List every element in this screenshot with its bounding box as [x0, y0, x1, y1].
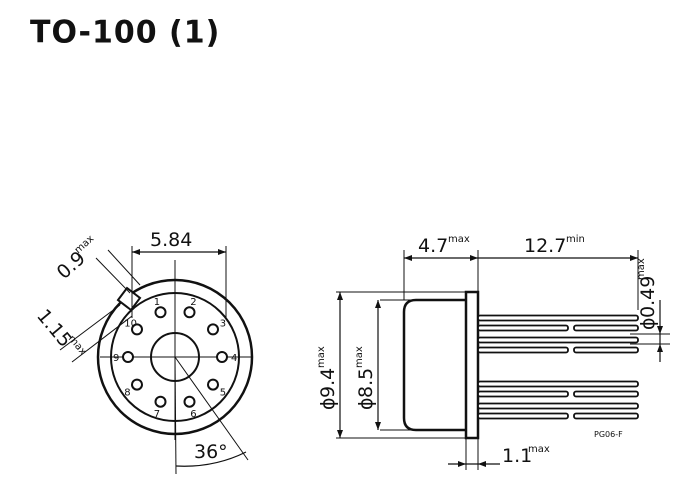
- pin-1: [154, 306, 167, 319]
- side-view-labels: 4.7 max 12.7 min ϕ 0.49 max ϕ 9.4 max ϕ …: [316, 234, 659, 467]
- dim-body-height-suffix: max: [448, 234, 470, 245]
- lead-group: [477, 314, 639, 420]
- flange-rect: [464, 290, 480, 440]
- dim-lead-diameter-label: 0.49: [637, 276, 659, 318]
- lead-wire: [477, 346, 569, 354]
- dim-flange-thickness-suffix: max: [528, 444, 550, 455]
- pin-number-label: 6: [190, 409, 196, 420]
- arrow: [657, 344, 663, 352]
- dim-lead-diameter-symbol: ϕ: [637, 317, 659, 330]
- pin-3: [207, 323, 219, 336]
- arrow: [458, 461, 466, 467]
- dim-body-diameter-suffix: max: [354, 346, 365, 368]
- dim-pin-circle-label: 5.84: [150, 229, 192, 251]
- pin-4: [216, 351, 228, 363]
- pin-9: [122, 351, 134, 363]
- pin-7: [154, 395, 167, 408]
- lead-wire: [477, 380, 639, 388]
- pin-number-label: 9: [113, 353, 119, 364]
- lead-wire: [477, 324, 569, 332]
- side-view: [336, 250, 670, 470]
- lead-wire-segment: [573, 346, 639, 354]
- arrow: [218, 249, 226, 255]
- dim-pin-diameter-label: 0.9: [53, 247, 90, 284]
- lead-wire-segment: [573, 390, 639, 398]
- arrow: [375, 300, 381, 308]
- dim-tab-width-leader: [59, 304, 121, 351]
- angle-leader-1: [174, 356, 177, 475]
- arrow: [337, 430, 343, 438]
- dim-pin-diameter-leader: [95, 257, 131, 294]
- angle-label: 36°: [194, 441, 228, 463]
- pin-number-label: 1: [154, 297, 160, 308]
- lead-wire: [477, 314, 639, 322]
- pin-number-label: 5: [220, 388, 226, 399]
- package-title: TO-100 (1): [30, 14, 221, 51]
- pin-10: [131, 323, 143, 336]
- dim-pin-diameter-suffix: max: [73, 233, 97, 256]
- arrow: [657, 326, 663, 334]
- dim-lead-length-label: 12.7: [524, 235, 566, 257]
- dim-pin-diameter-leader2: [107, 249, 141, 286]
- dim-body-height-label: 4.7: [418, 235, 448, 257]
- dim-flange-thickness-label: 1.1: [502, 445, 532, 467]
- pin-8: [131, 378, 143, 391]
- bottom-view: 1 2 3 4 5 6 7 8 9 10: [59, 246, 254, 475]
- lead-wire-segment: [573, 324, 639, 332]
- arrow: [375, 422, 381, 430]
- pin-group: 1 2 3 4 5 6 7 8 9 10: [113, 297, 237, 420]
- drawing-code: PG06-F: [594, 430, 623, 439]
- dim-lead-diameter-suffix: max: [636, 258, 647, 280]
- pin-number-label: 8: [124, 388, 130, 399]
- arrow: [337, 292, 343, 300]
- pin-number-label: 7: [154, 409, 160, 420]
- dim-flange-diameter-label: 9.4: [317, 368, 339, 398]
- arrow: [478, 461, 486, 467]
- angle-leader-2: [174, 356, 249, 461]
- lead-wire-segment: [573, 412, 639, 420]
- angle-arc: [175, 451, 247, 467]
- lead-wire: [477, 390, 569, 398]
- dim-flange-diameter-symbol: ϕ: [317, 397, 339, 410]
- lead-wire: [477, 402, 639, 410]
- orientation-tab: [116, 286, 142, 312]
- arrow: [132, 249, 140, 255]
- can-body: [402, 298, 466, 432]
- dim-flange-diameter-suffix: max: [316, 346, 327, 368]
- dim-body-diameter-symbol: ϕ: [355, 397, 377, 410]
- pin-2: [183, 306, 196, 319]
- bottom-view-labels: 5.84 0.9 max 1.15 max 36°: [32, 229, 228, 463]
- dim-lead-length-suffix: min: [566, 234, 585, 245]
- pin-number-label: 10: [124, 318, 137, 329]
- dim-body-diameter-label: 8.5: [355, 368, 377, 398]
- pin-6: [183, 395, 196, 408]
- lead-wire: [477, 412, 569, 420]
- pin-number-label: 4: [231, 353, 237, 364]
- dim-tab-width-suffix: max: [66, 334, 88, 358]
- lead-wire: [477, 336, 639, 344]
- pin-number-label: 3: [220, 318, 226, 329]
- arrow: [404, 255, 412, 261]
- arrow: [630, 255, 638, 261]
- pin-5: [207, 378, 219, 391]
- arrow: [470, 255, 478, 261]
- dim-tab-width-leader2: [71, 315, 133, 363]
- pin-number-label: 2: [190, 297, 196, 308]
